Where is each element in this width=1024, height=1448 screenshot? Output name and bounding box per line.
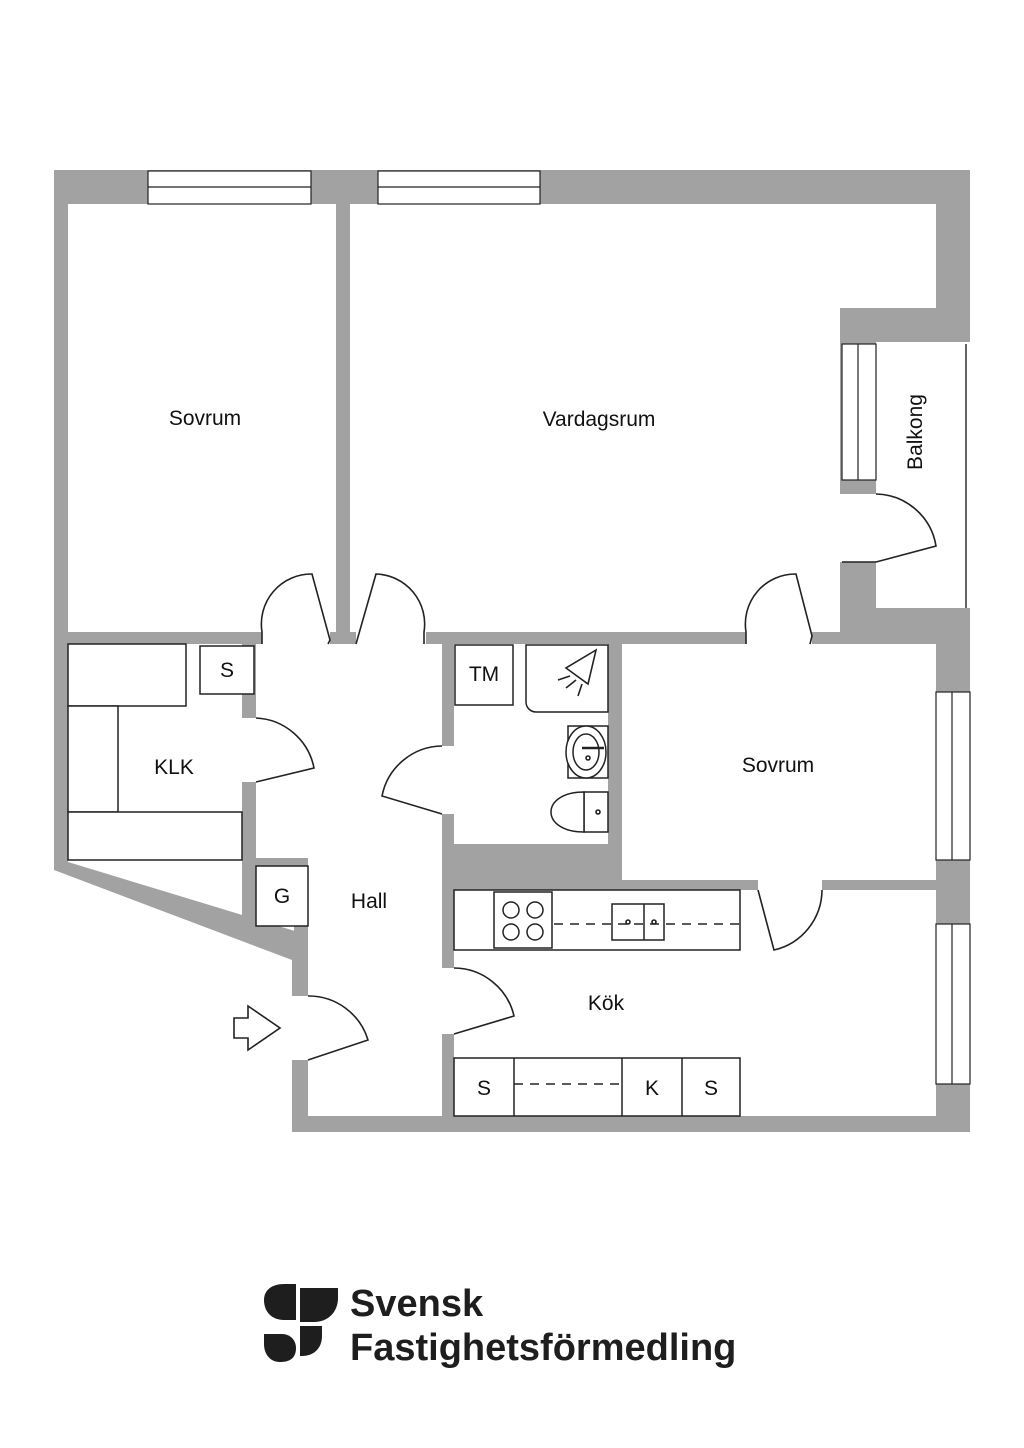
door-bathroom (381, 745, 443, 815)
toilet-bowl (550, 791, 585, 833)
door-klk (255, 717, 315, 783)
entry-arrow-icon (233, 1004, 282, 1052)
fixture-label-kitchen-s-left: S (477, 1077, 491, 1100)
door-sovrum-2 (744, 573, 813, 645)
windows (147, 170, 971, 1085)
doors (255, 493, 937, 1061)
room-label-sovrum-2: Sovrum (742, 754, 814, 777)
shower-head-icon (557, 648, 598, 697)
fixture-label-kitchen-k: K (645, 1077, 659, 1100)
shower (525, 644, 609, 713)
door-balkong (842, 493, 937, 563)
details (557, 648, 657, 925)
door-sovrum-2-kok (757, 889, 823, 951)
fixture-label-tm: TM (469, 663, 499, 686)
fixture-label-klk-s: S (220, 659, 234, 682)
door-sovrum-1 (260, 573, 331, 645)
room-label-balkong: Balkong (904, 394, 927, 470)
door-kok (453, 967, 515, 1035)
fixtures (67, 643, 741, 1117)
room-label-klk: KLK (154, 756, 194, 779)
window-kok (935, 923, 971, 1085)
fixture-label-kitchen-s-right: S (704, 1077, 718, 1100)
dashed-lines (514, 923, 740, 1085)
brand-logo-icon (264, 1284, 338, 1362)
room-label-sovrum-1: Sovrum (169, 407, 241, 430)
kitchen-counter-bottom (453, 1057, 741, 1117)
fixture-label-g: G (274, 885, 290, 908)
stove-icon (502, 901, 544, 941)
window-balkong (841, 343, 877, 481)
room-label-hall: Hall (351, 890, 387, 913)
door-vardagsrum (355, 573, 426, 645)
room-label-kok: Kök (588, 992, 625, 1015)
brand-name-line2: Fastighetsförmedling (350, 1327, 736, 1369)
brand-name-line1: Svensk (350, 1283, 484, 1325)
window-sovrum-2 (935, 691, 971, 861)
door-entry (307, 995, 369, 1061)
room-label-vardagsrum: Vardagsrum (543, 408, 656, 431)
